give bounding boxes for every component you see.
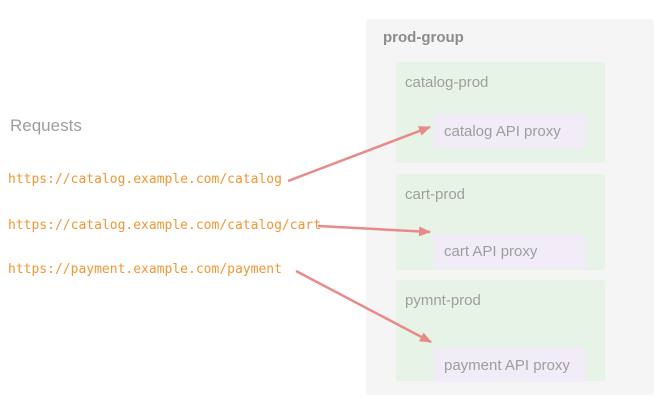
environment-name: pymnt-prod [405, 292, 481, 309]
proxy-label: cart API proxy [444, 242, 538, 260]
request-url-catalog: https://catalog.example.com/catalog [8, 172, 282, 187]
environment-box-pymnt-prod: pymnt-prod payment API proxy [396, 280, 605, 382]
request-url-catalog-cart: https://catalog.example.com/catalog/cart [8, 218, 322, 233]
proxy-box-catalog: catalog API proxy [434, 114, 586, 148]
proxy-label: catalog API proxy [444, 122, 561, 140]
environment-box-cart-prod: cart-prod cart API proxy [396, 174, 605, 270]
environment-name: catalog-prod [405, 74, 489, 91]
environment-name: cart-prod [405, 186, 466, 203]
proxy-box-cart: cart API proxy [434, 234, 586, 268]
environment-group-box: prod-group catalog-prod catalog API prox… [366, 19, 654, 395]
environment-box-catalog-prod: catalog-prod catalog API proxy [396, 62, 605, 163]
requests-heading: Requests [10, 116, 82, 135]
request-url-payment: https://payment.example.com/payment [8, 262, 282, 277]
environment-group-title: prod-group [383, 29, 464, 46]
proxy-label: payment API proxy [444, 356, 570, 374]
proxy-box-payment: payment API proxy [434, 348, 586, 382]
